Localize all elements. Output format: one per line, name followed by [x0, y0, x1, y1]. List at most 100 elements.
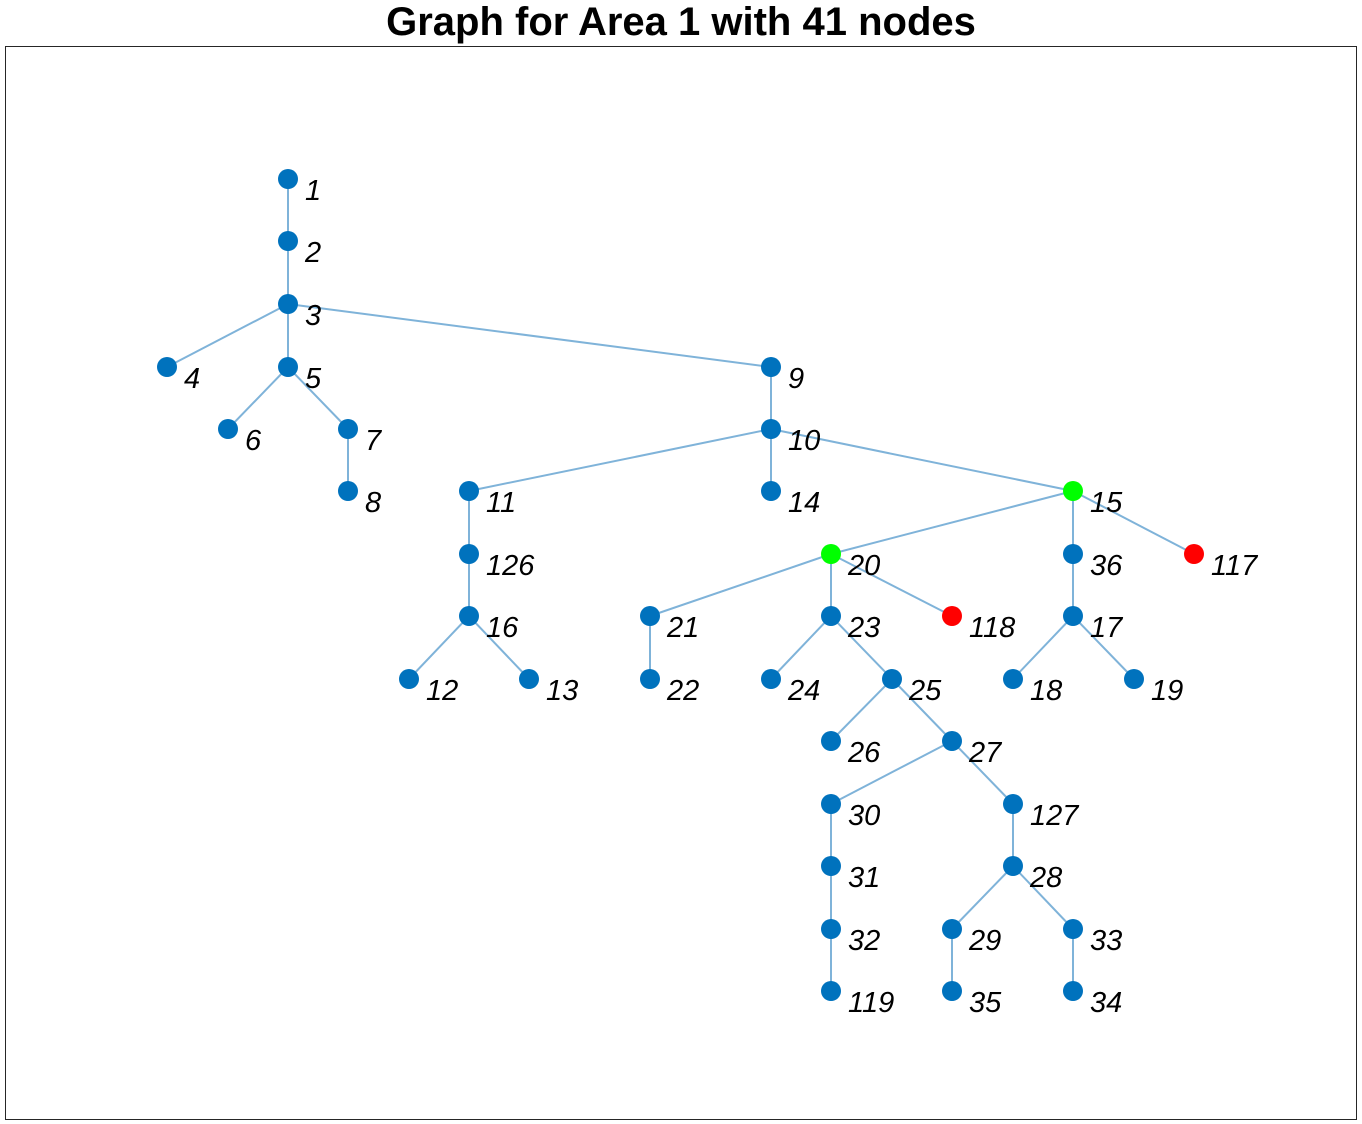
- node-label-4: 4: [184, 363, 200, 395]
- node-label-15: 15: [1090, 487, 1123, 519]
- node-7: [338, 419, 358, 439]
- node-label-17: 17: [1090, 612, 1124, 644]
- node-9: [761, 357, 781, 377]
- edge-15-20: [830, 490, 1074, 555]
- node-label-28: 28: [1029, 862, 1062, 894]
- edge-3-9: [287, 303, 772, 368]
- node-6: [218, 419, 238, 439]
- edge-5-6: [227, 366, 289, 430]
- node-label-119: 119: [848, 987, 894, 1019]
- edge-27-127: [951, 740, 1014, 805]
- node-21: [640, 606, 660, 626]
- node-label-118: 118: [969, 612, 1015, 644]
- node-label-2: 2: [304, 237, 321, 269]
- node-31: [821, 856, 841, 876]
- node-3: [278, 294, 298, 314]
- node-30: [821, 794, 841, 814]
- node-label-3: 3: [305, 300, 321, 332]
- node-29: [942, 919, 962, 939]
- node-14: [761, 481, 781, 501]
- edge-23-24: [770, 615, 832, 680]
- node-label-34: 34: [1090, 987, 1122, 1019]
- edge-16-13: [468, 615, 530, 680]
- edge-3-4: [166, 303, 289, 368]
- node-label-18: 18: [1030, 675, 1062, 707]
- node-label-127: 127: [1030, 800, 1080, 832]
- node-label-6: 6: [245, 425, 262, 457]
- edge-25-26: [830, 678, 893, 742]
- node-label-25: 25: [908, 675, 942, 707]
- chart-title: Graph for Area 1 with 41 nodes: [386, 0, 976, 44]
- edge-17-19: [1072, 615, 1135, 680]
- node-4: [157, 357, 177, 377]
- node-label-8: 8: [365, 487, 381, 519]
- node-label-27: 27: [968, 737, 1003, 769]
- edge-23-25: [830, 615, 893, 680]
- node-label-126: 126: [486, 550, 535, 582]
- node-label-30: 30: [848, 800, 880, 832]
- node-35: [942, 981, 962, 1001]
- node-label-35: 35: [969, 987, 1002, 1019]
- node-label-21: 21: [666, 612, 699, 644]
- node-17: [1063, 606, 1083, 626]
- node-label-29: 29: [968, 925, 1001, 957]
- edge-15-117: [1072, 490, 1195, 555]
- node-16: [459, 606, 479, 626]
- node-label-5: 5: [305, 363, 322, 395]
- edge-10-11: [468, 428, 772, 492]
- edge-20-118: [830, 553, 953, 617]
- node-127: [1003, 794, 1023, 814]
- node-label-22: 22: [666, 675, 699, 707]
- node-28: [1003, 856, 1023, 876]
- node-label-31: 31: [848, 862, 880, 894]
- node-32: [821, 919, 841, 939]
- node-117: [1184, 544, 1204, 564]
- node-11: [459, 481, 479, 501]
- edge-10-15: [770, 428, 1074, 492]
- edges-layer: [166, 179, 1195, 991]
- node-13: [519, 669, 539, 689]
- node-label-19: 19: [1151, 675, 1183, 707]
- node-23: [821, 606, 841, 626]
- nodes-layer: [157, 169, 1204, 1001]
- node-126: [459, 544, 479, 564]
- node-label-11: 11: [486, 487, 516, 519]
- node-2: [278, 231, 298, 251]
- node-15: [1063, 481, 1083, 501]
- node-12: [399, 669, 419, 689]
- node-24: [761, 669, 781, 689]
- node-label-20: 20: [847, 550, 880, 582]
- node-label-26: 26: [847, 737, 881, 769]
- node-label-13: 13: [546, 675, 578, 707]
- edge-27-30: [830, 740, 953, 805]
- node-label-23: 23: [847, 612, 880, 644]
- node-label-1: 1: [305, 175, 321, 207]
- node-36: [1063, 544, 1083, 564]
- node-label-14: 14: [788, 487, 820, 519]
- node-label-33: 33: [1090, 925, 1122, 957]
- node-33: [1063, 919, 1083, 939]
- node-label-117: 117: [1211, 550, 1259, 582]
- edge-28-29: [951, 865, 1014, 930]
- node-label-16: 16: [486, 612, 519, 644]
- node-5: [278, 357, 298, 377]
- edge-25-27: [891, 678, 953, 742]
- edge-5-7: [287, 366, 349, 430]
- node-8: [338, 481, 358, 501]
- node-118: [942, 606, 962, 626]
- edge-17-18: [1012, 615, 1074, 680]
- node-27: [942, 731, 962, 751]
- plot-area: [5, 46, 1357, 1120]
- node-1: [278, 169, 298, 189]
- node-18: [1003, 669, 1023, 689]
- node-label-7: 7: [365, 425, 383, 457]
- node-22: [640, 669, 660, 689]
- edge-20-21: [649, 553, 832, 617]
- node-label-9: 9: [788, 363, 804, 395]
- node-label-12: 12: [426, 675, 458, 707]
- edge-28-33: [1012, 865, 1074, 930]
- node-20: [821, 544, 841, 564]
- node-label-10: 10: [788, 425, 820, 457]
- edge-16-12: [408, 615, 470, 680]
